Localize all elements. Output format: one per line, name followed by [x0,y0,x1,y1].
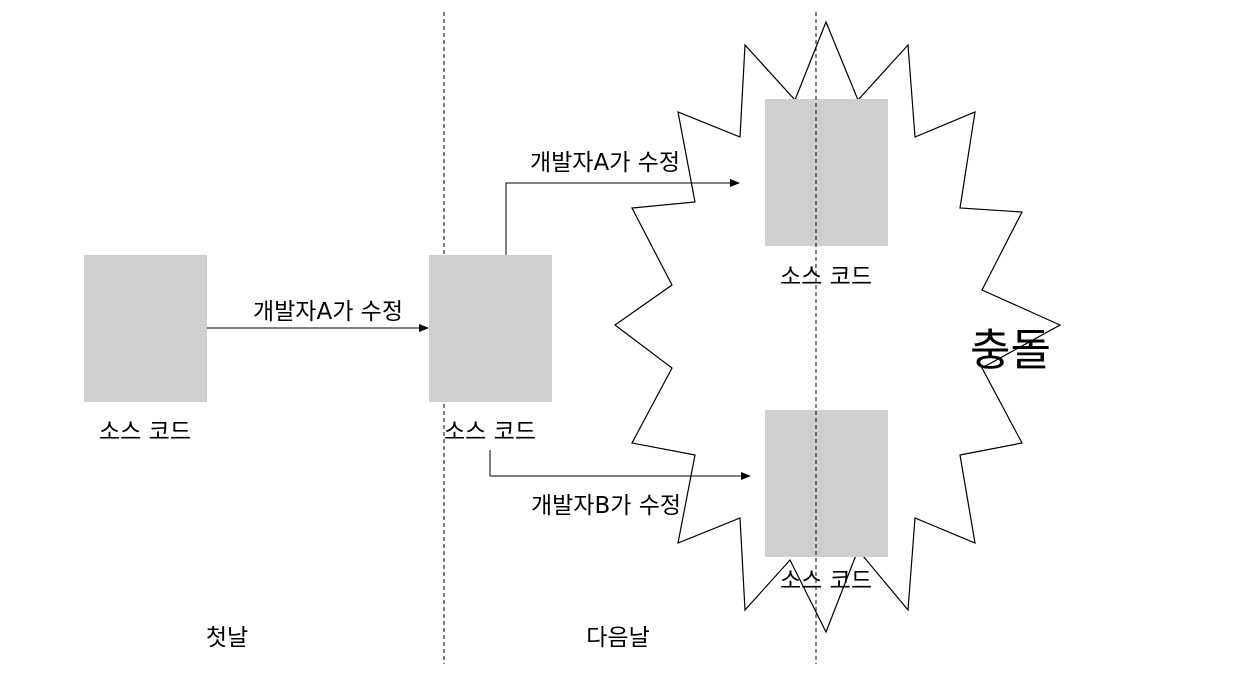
arrow-day2-to-branch-a [505,179,740,255]
source-label-branch-b: 소스 코드 [780,568,872,594]
source-box-branch-b [765,410,888,557]
conflict-starburst [613,20,1062,634]
source-box-branch-a [765,99,888,246]
conflict-label: 충돌 [970,325,1051,376]
source-box-day1 [84,255,207,402]
section-label-next-day: 다음날 [586,625,650,651]
source-label-branch-a: 소스 코드 [780,264,872,290]
edge-label-day2-to-branch-a: 개발자A가 수정 [529,150,681,176]
section-label-first-day: 첫날 [205,625,249,651]
source-box-day2 [429,255,552,402]
edge-label-day1-to-day2: 개발자A가 수정 [252,299,404,325]
source-label-day2: 소스 코드 [444,419,536,445]
arrow-day2-to-branch-b [489,450,751,480]
edge-label-day2-to-branch-b: 개발자B가 수정 [530,493,682,519]
source-label-day1: 소스 코드 [99,419,191,445]
